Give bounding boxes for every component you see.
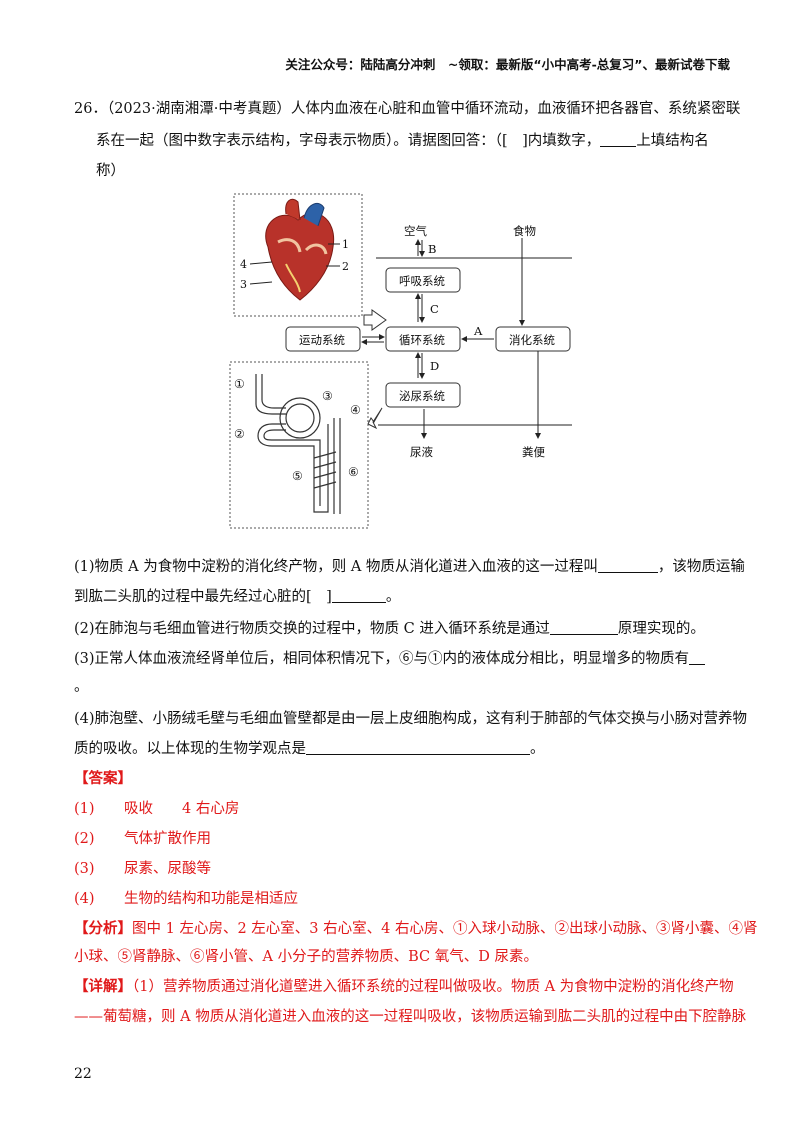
label-feces: 粪便 — [522, 445, 545, 459]
label-air: 空气 — [404, 224, 427, 238]
question-line-1: 26．（2023·湖南湘潭·中考真题）人体内血液在心脏和血管中循环流动，血液循环… — [74, 101, 741, 117]
blank-structure-name — [600, 132, 637, 147]
detail-line-1: 【详解】（1）营养物质通过消化道壁进入循环系统的过程叫做吸收。物质 A 为食物中… — [74, 976, 734, 998]
answer-text-3: 尿素、尿酸等 — [124, 861, 211, 877]
answer-text-1: 吸收 4 右心房 — [124, 801, 240, 817]
kidney-label-6: ⑥ — [348, 465, 359, 479]
answer-text-2: 气体扩散作用 — [124, 831, 211, 847]
answer-num-1: (1) — [74, 801, 95, 817]
answer-text-4: 生物的结构和功能是相适应 — [124, 891, 298, 907]
box-urinary: 泌尿系统 — [399, 389, 445, 403]
kidney-label-3: ③ — [322, 389, 333, 403]
q3-line: (3)正常人体血液流经肾单位后，相同体积情况下，⑥与①内的液体成分相比，明显增多… — [74, 648, 706, 670]
kidney-label-5: ⑤ — [292, 469, 303, 483]
q1-line-2: 到肱二头肌的过程中最先经过心脏的[ ] 。 — [74, 586, 400, 608]
q2-text-a: (2)在肺泡与毛细血管进行物质交换的过程中，物质 C 进入循环系统是通过 — [74, 621, 550, 637]
heart-label-3: 3 — [240, 278, 247, 291]
nephron-icon — [255, 374, 341, 514]
heart-box — [233, 193, 363, 317]
q2-text-b: 原理实现的。 — [617, 621, 705, 637]
analysis-title: 【分析】 — [74, 920, 132, 937]
hollow-arrow-to-heart — [363, 309, 387, 331]
question-line-2: 系在一起（图中数字表示结构，字母表示物质）。请据图回答：（[ ]内填数字， 上填结… — [96, 130, 709, 152]
answer-item-2: (2) 气体扩散作用 — [74, 828, 211, 850]
answer-item-3: (3) 尿素、尿酸等 — [74, 858, 211, 880]
kidney-label-2: ② — [234, 427, 245, 441]
blank-q4 — [306, 740, 530, 755]
letter-a: A — [473, 324, 483, 338]
kidney-label-1: ① — [234, 377, 245, 391]
q4-text-c: 。 — [530, 741, 545, 757]
letter-d: D — [430, 359, 439, 373]
q1-line-1: (1)物质 A 为食物中淀粉的消化终产物，则 A 物质从消化道进入血液的这一过程… — [74, 556, 745, 578]
box-digestive: 消化系统 — [509, 333, 555, 347]
q3-text-a: (3)正常人体血液流经肾单位后，相同体积情况下，⑥与①内的液体成分相比，明显增多… — [74, 651, 690, 667]
analysis-line-1: 【分析】图中 1 左心房、2 左心室、3 右心室、4 右心房、①入球小动脉、②出… — [74, 918, 757, 940]
label-urine: 尿液 — [410, 445, 433, 459]
q1-text-d: 。 — [385, 589, 401, 605]
q4-text-b: 质的吸收。以上体现的生物学观点是 — [74, 741, 306, 757]
page-header: 关注公众号：陆陆高分冲刺 ~领取：最新版“小中高考-总复习”、最新试卷下载 — [285, 57, 730, 72]
detail-title: 【详解】 — [74, 978, 132, 995]
answer-item-4: (4) 生物的结构和功能是相适应 — [74, 888, 298, 910]
letter-c: C — [430, 302, 439, 316]
letter-b: B — [428, 242, 436, 256]
circulation-figure: 1 2 3 4 空气 食物 B 呼吸系统 C 循环系统 运动系统 消化系统 A … — [229, 193, 572, 529]
q2-line: (2)在肺泡与毛细血管进行物质交换的过程中，物质 C 进入循环系统是通过 原理实现… — [74, 618, 705, 640]
answer-title: 【答案】 — [74, 770, 132, 787]
blank-q3 — [689, 650, 706, 665]
q1-text-b: ，该物质运输 — [657, 559, 745, 575]
heart-label-2: 2 — [342, 260, 349, 273]
q1-text-a: (1)物质 A 为食物中淀粉的消化终产物，则 A 物质从消化道进入血液的这一过程… — [74, 559, 598, 575]
kidney-label-4: ④ — [350, 403, 361, 417]
heart-icon — [265, 198, 335, 301]
q4-line-2: 质的吸收。以上体现的生物学观点是 。 — [74, 738, 545, 760]
question-line-2-a: 系在一起（图中数字表示结构，字母表示物质）。请据图回答：（[ ]内填数字， — [96, 133, 601, 149]
blank-q2 — [549, 620, 618, 635]
detail-line-2: ——葡萄糖，则 A 物质从消化道进入血液的这一过程叫吸收，该物质运输到肱二头肌的… — [74, 1009, 747, 1025]
box-respiratory: 呼吸系统 — [399, 274, 445, 288]
question-line-3: 称） — [96, 163, 125, 179]
analysis-text-1: 图中 1 左心房、2 左心室、3 右心室、4 右心房、①入球小动脉、②出球小动脉… — [132, 921, 758, 937]
answer-num-4: (4) — [74, 891, 95, 907]
answer-item-1: (1) 吸收 4 右心房 — [74, 798, 239, 820]
nephron-box — [229, 361, 369, 529]
answer-num-3: (3) — [74, 861, 95, 877]
detail-text-1: （1）营养物质通过消化道壁进入循环系统的过程叫做吸收。物质 A 为食物中淀粉的消… — [132, 979, 734, 995]
label-food: 食物 — [513, 224, 536, 238]
q3-line-end: 。 — [74, 679, 89, 695]
box-motor: 运动系统 — [299, 333, 345, 347]
question-line-2-b: 上填结构名 — [636, 133, 709, 149]
page-number: 22 — [74, 1066, 92, 1082]
q1-text-c: 到肱二头肌的过程中最先经过心脏的[ ] — [74, 589, 332, 605]
blank-q1-heart — [331, 588, 386, 603]
blank-q1-process — [597, 558, 658, 573]
answer-num-2: (2) — [74, 831, 95, 847]
analysis-line-2: 小球、⑤肾静脉、⑥肾小管、A 小分子的营养物质、BC 氧气、D 尿素。 — [74, 949, 538, 965]
q4-line-1: (4)肺泡壁、小肠绒毛壁与毛细血管壁都是由一层上皮细胞构成，这有利于肺部的气体交… — [74, 711, 748, 727]
heart-label-1: 1 — [342, 238, 349, 251]
heart-label-4: 4 — [240, 258, 247, 271]
box-circulatory: 循环系统 — [399, 333, 445, 347]
